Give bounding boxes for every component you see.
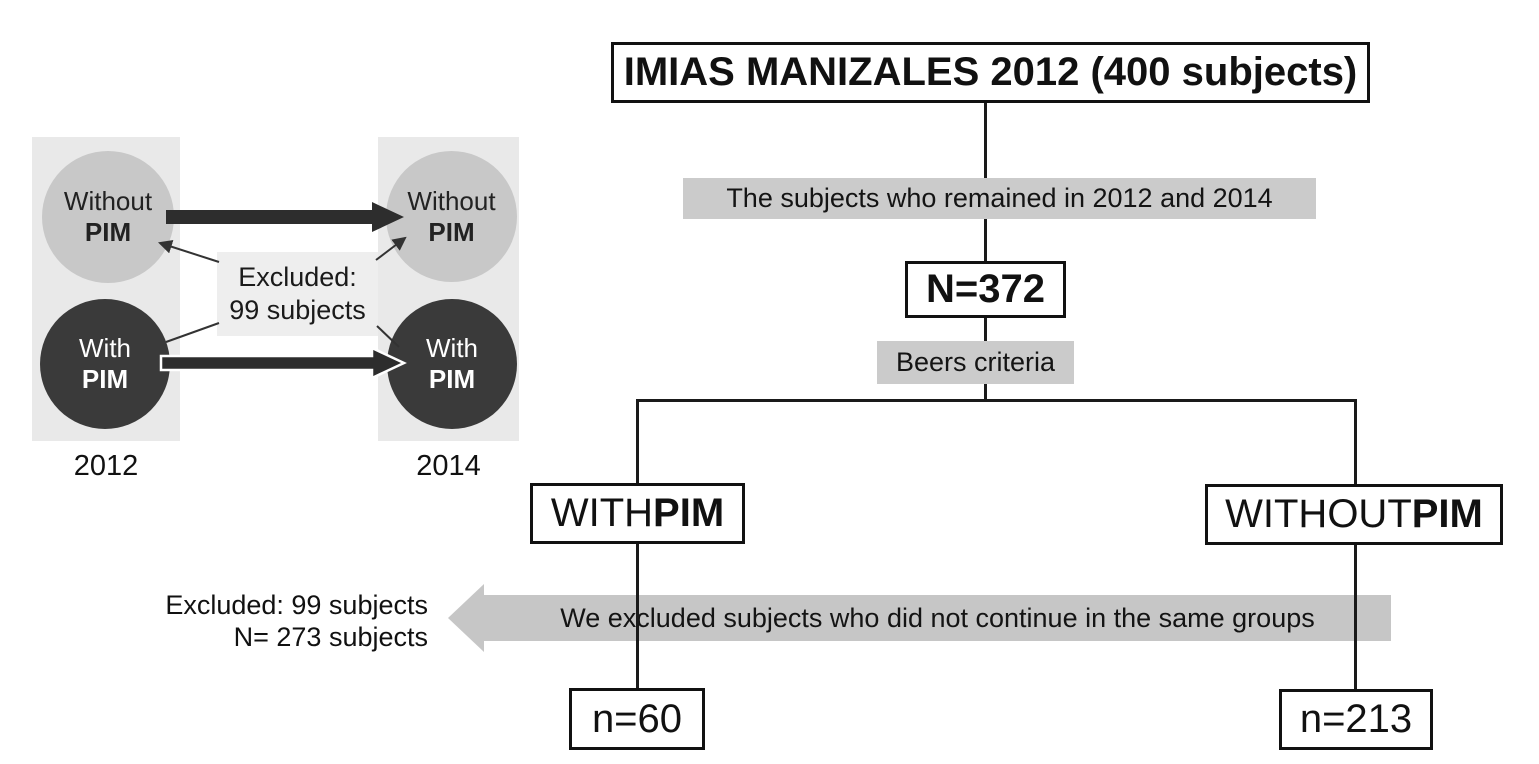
n60-box: n=60 [569,688,705,750]
remained-note-text: The subjects who remained in 2012 and 20… [726,183,1273,213]
circle-with-pim-2012: With PIM [40,299,170,429]
exclusion-arrow: We excluded subjects who did not continu… [484,595,1391,641]
circle-label-pim: PIM [81,364,129,394]
circle-label: Without [63,186,153,216]
circle-without-pim-2014: Without PIM [386,151,517,282]
circle-label: With [426,333,478,363]
pim-transition-diagram: Without PIM With PIM Without PIM With PI… [0,0,560,500]
without-pim-bold: PIM [1411,492,1483,536]
circle-label-pim: PIM [428,364,476,394]
connector-line [1354,401,1357,484]
n60-text: n=60 [591,696,683,741]
year-label-2012: 2012 [73,450,139,482]
circle-label: With [79,333,131,363]
with-pim-box: WITH PIM [530,483,745,544]
title-text: IMIAS MANIZALES 2012 (400 subjects) [623,50,1358,94]
excluded-summary-line2: N= 273 subjects [233,622,428,652]
n213-box: n=213 [1279,689,1433,750]
excluded-note-box: Excluded: 99 subjects [217,252,378,336]
branch-line [636,399,1357,402]
n372-box: N=372 [905,261,1066,318]
with-pim-prefix: WITH [550,491,654,535]
n213-text: n=213 [1299,697,1413,741]
exclusion-arrow-text: We excluded subjects who did not continu… [560,602,1315,633]
excluded-note-line1: Excluded: [238,262,357,292]
connector-line [984,318,987,341]
with-pim-bold: PIM [653,491,725,535]
thick-arrow-bottom [159,346,407,380]
excluded-note-line2: 99 subjects [229,295,366,325]
exclusion-arrow-head [448,584,484,652]
circle-without-pim-2012: Without PIM [42,151,174,283]
title-box: IMIAS MANIZALES 2012 (400 subjects) [611,42,1370,103]
connector-line [984,103,987,178]
year-label-2014: 2014 [416,450,481,482]
connector-line [984,219,987,261]
remained-note-band: The subjects who remained in 2012 and 20… [683,178,1316,219]
excluded-summary-line1: Excluded: 99 subjects [165,590,428,620]
circle-with-pim-2014: With PIM [387,299,517,429]
connector-line [984,384,987,400]
circle-label: Without [407,185,496,216]
n372-text: N=372 [926,267,1045,311]
circle-label-pim: PIM [428,216,475,247]
connector-line [1354,545,1357,689]
connector-line [636,544,639,688]
circle-label-pim: PIM [84,217,132,247]
beers-criteria-box: Beers criteria [877,341,1074,384]
beers-criteria-text: Beers criteria [895,347,1056,377]
thick-arrow-top [166,202,404,232]
excluded-summary: Excluded: 99 subjects N= 273 subjects [128,589,428,653]
connector-line [636,401,639,483]
without-pim-box: WITHOUT PIM [1205,484,1503,545]
without-pim-prefix: WITHOUT [1225,492,1412,536]
